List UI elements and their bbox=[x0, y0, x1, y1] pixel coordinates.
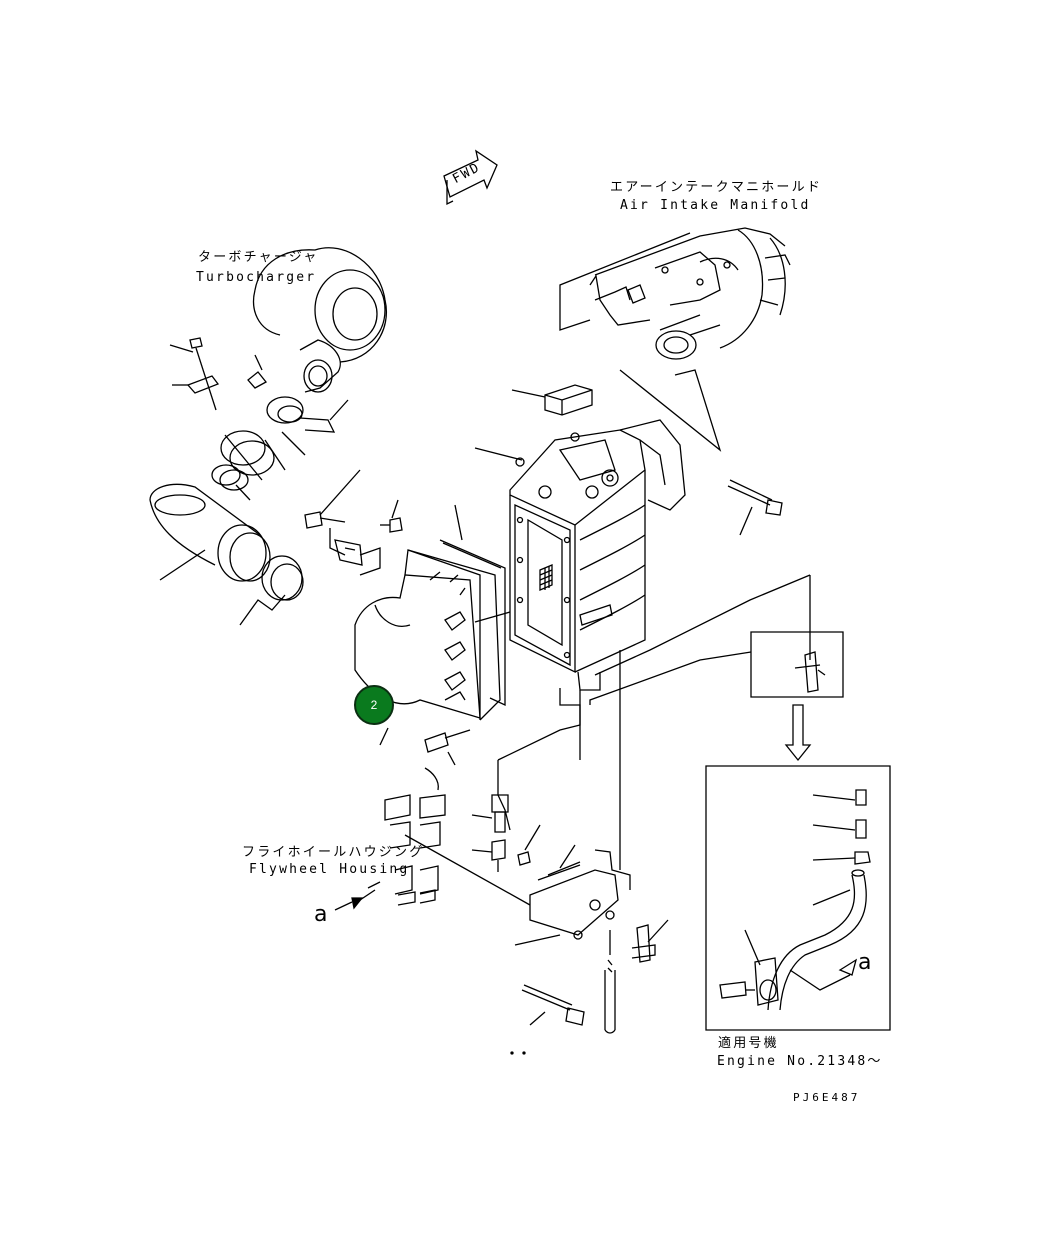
lower-bracket bbox=[515, 845, 630, 945]
bolt-bracket bbox=[305, 470, 402, 575]
hose-clamps bbox=[170, 338, 348, 500]
callout-number: 2 bbox=[370, 698, 378, 712]
air-intake-label-jp: エアーインテークマニホールド bbox=[610, 180, 823, 195]
turbocharger-label-en: Turbocharger bbox=[196, 270, 317, 285]
mounting-bolt bbox=[380, 728, 470, 765]
reference-a-right: a bbox=[858, 950, 872, 975]
part-callout-2[interactable]: 2 bbox=[354, 685, 394, 725]
flywheel-housing-label-jp: フライホイールハウジング bbox=[242, 845, 425, 860]
down-arrow-icon bbox=[786, 705, 810, 760]
flywheel-housing-label-en: Flywheel Housing bbox=[249, 862, 410, 877]
turbocharger bbox=[254, 248, 387, 392]
long-bolt bbox=[728, 480, 782, 535]
gasket bbox=[440, 505, 505, 705]
intake-hose bbox=[150, 484, 303, 625]
pipe-detail-box bbox=[706, 766, 890, 1030]
drawing-code: PJ6E487 bbox=[793, 1091, 861, 1104]
sensor-detail-box bbox=[590, 575, 843, 705]
turbocharger-label-jp: ターボチャージャ bbox=[198, 250, 319, 265]
flywheel-housing bbox=[385, 768, 530, 905]
engine-number-label: Engine No.21348〜 bbox=[717, 1054, 883, 1069]
aftercooler bbox=[510, 420, 685, 690]
spacer-block bbox=[512, 385, 592, 415]
lower-bolts bbox=[522, 920, 668, 1033]
ref-arrow-left-icon bbox=[335, 882, 380, 910]
air-intake-manifold bbox=[590, 228, 790, 359]
applicable-serial-label-jp: 適用号機 bbox=[718, 1036, 779, 1051]
air-intake-label-en: Air Intake Manifold bbox=[620, 198, 811, 213]
fwd-arrow-icon bbox=[444, 151, 497, 204]
pipe-fittings bbox=[472, 690, 580, 872]
reference-a-left: a bbox=[314, 902, 328, 927]
